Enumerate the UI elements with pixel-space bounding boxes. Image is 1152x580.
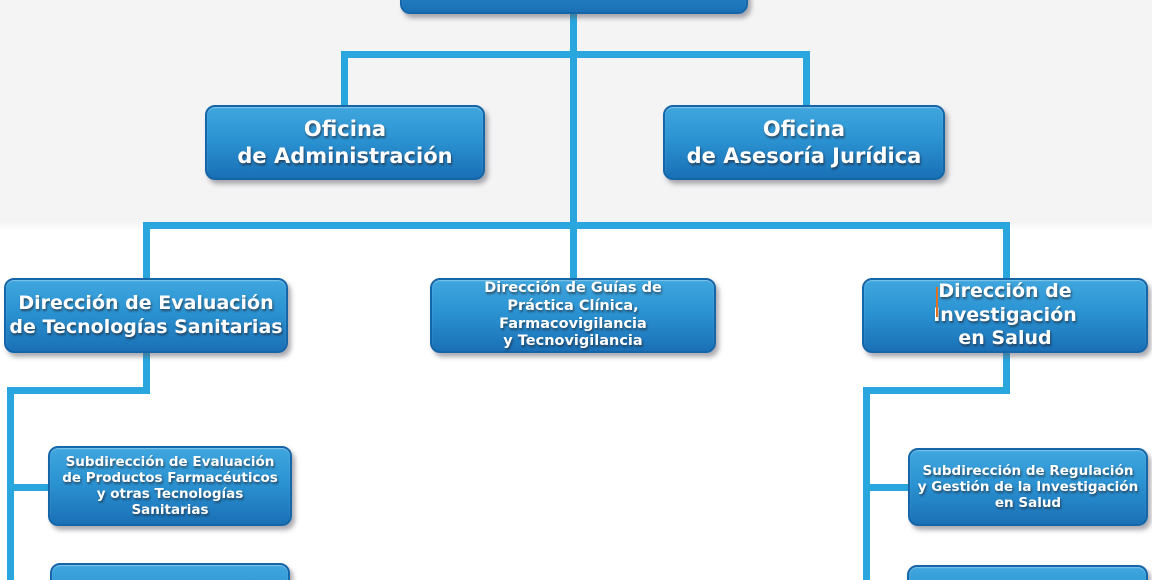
org-node-direccion-guias-practica-clinica-label: Dirección de Guías de Práctica Clínica, …: [484, 280, 662, 350]
connector-left-stub: [7, 484, 48, 491]
connector-office-left-leg: [341, 51, 348, 107]
org-node-subdireccion-productos-farmaceuticos-label: Subdirección de Evaluación de Productos …: [62, 453, 278, 519]
connector-right-spine: [863, 387, 870, 580]
org-node-subdireccion-regulacion-gestion: Subdirección de Regulación y Gestión de …: [908, 448, 1148, 526]
connector-left-elbow: [7, 387, 150, 394]
org-node-oficina-asesoria-juridica: Oficina de Asesoría Jurídica: [663, 105, 945, 180]
org-node-oficina-administracion: Oficina de Administración: [205, 105, 485, 180]
connector-left-sub-stem: [143, 351, 150, 394]
connector-office-row-hline: [341, 51, 810, 58]
org-node-sub-left-partial: [50, 563, 290, 580]
org-node-direccion-investigacion-salud: Dirección de Investigación en Salud: [862, 278, 1148, 353]
org-node-direccion-guias-practica-clinica: Dirección de Guías de Práctica Clínica, …: [430, 278, 716, 353]
org-node-top: [400, 0, 748, 14]
org-node-sub-right-partial: [907, 565, 1148, 580]
connector-office-right-leg: [803, 51, 810, 107]
text-cursor-artifact: [936, 287, 938, 317]
org-node-subdireccion-regulacion-gestion-label: Subdirección de Regulación y Gestión de …: [917, 462, 1139, 512]
connector-center-stem: [570, 13, 577, 278]
org-node-subdireccion-productos-farmaceuticos: Subdirección de Evaluación de Productos …: [48, 446, 292, 526]
org-node-direccion-evaluacion-tecnologias-label: Dirección de Evaluación de Tecnologías S…: [9, 291, 283, 338]
connector-right-elbow: [863, 387, 1010, 394]
org-node-oficina-asesoria-juridica-label: Oficina de Asesoría Jurídica: [686, 116, 922, 168]
org-node-direccion-evaluacion-tecnologias: Dirección de Evaluación de Tecnologías S…: [4, 278, 288, 353]
org-node-direccion-investigacion-salud-label: Dirección de Investigación en Salud: [933, 279, 1077, 350]
connector-direction-left-leg: [143, 222, 150, 280]
org-node-oficina-administracion-label: Oficina de Administración: [237, 116, 453, 168]
connector-direction-right-leg: [1003, 222, 1010, 280]
connector-right-stub: [863, 484, 908, 491]
connector-direction-row-hline: [143, 222, 1010, 229]
connector-right-sub-stem: [1003, 351, 1010, 394]
connector-left-spine: [7, 387, 14, 580]
